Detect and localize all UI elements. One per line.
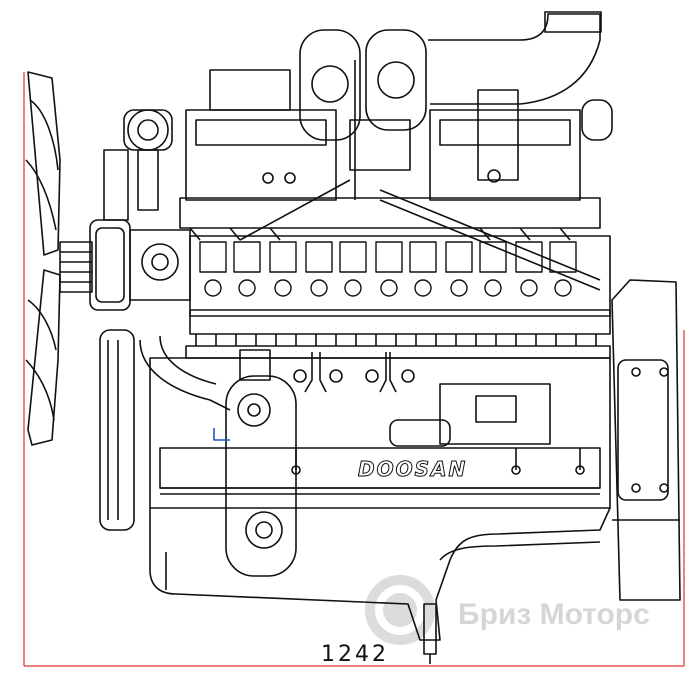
turbocharger [299, 11, 613, 171]
intake-manifold [179, 60, 601, 291]
watermark-text: Бриз Моторс [458, 598, 650, 631]
watermark-gear-icon [365, 575, 435, 645]
flywheel-housing [611, 279, 681, 601]
cylinder-head [185, 235, 611, 359]
dimension-label: 1242 [321, 642, 389, 667]
brand-plate: DOOSAN [358, 457, 467, 481]
front-pulleys [89, 109, 191, 531]
engine-block [149, 352, 611, 509]
oil-pan [149, 507, 611, 664]
fan [25, 71, 93, 446]
dimension-lines [23, 72, 685, 667]
oil-cooler [139, 335, 297, 577]
accent-mark [213, 428, 230, 441]
